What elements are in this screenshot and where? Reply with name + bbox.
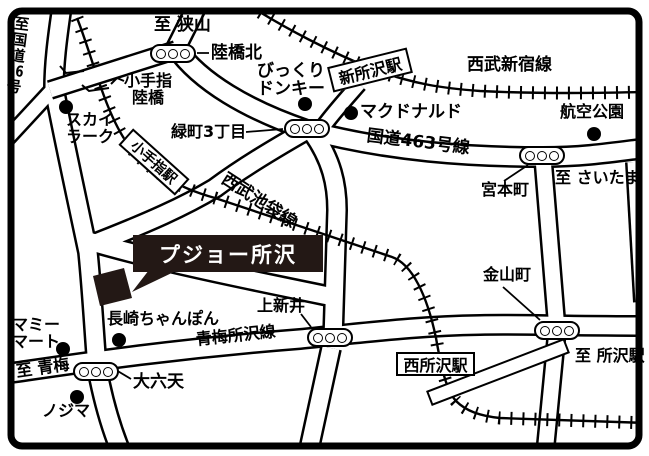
kokukoen-label: 航空公園: [560, 102, 625, 121]
nojima-dot: [70, 390, 84, 404]
mamimart-dot: [56, 342, 70, 356]
bikkuri-donkey-label: びっくりドンキー: [257, 61, 325, 100]
midoricho3-label: 緑町3丁目: [171, 122, 247, 141]
seibu-shinjuku-line-label: 西武新宿線: [467, 55, 552, 75]
rikkyokita-label: 陸橋北: [211, 43, 262, 63]
kamiarai-label: 上新井: [257, 296, 306, 315]
nagasaki-champon-dot: [112, 333, 126, 347]
traffic-light-kamiarai: [307, 328, 353, 347]
dest-tokorozawa-station-label: 至 所沢駅: [575, 346, 645, 365]
traffic-light-midoricho3: [284, 119, 330, 138]
miyamotocho-label: 宮本町: [481, 180, 530, 199]
nagasaki-champon-label: 長崎ちゃんぽん: [107, 309, 220, 328]
kanayamacho-label: 金山町: [483, 265, 532, 284]
nojima-label: ノジマ: [42, 401, 91, 420]
traffic-light-kanayamacho: [534, 321, 580, 340]
mamimart-label: マミーマート: [12, 315, 61, 352]
kotesashi-rikkyo-label: 小手指陸橋: [123, 71, 172, 108]
dest-sayama-label: 至 狭山: [154, 15, 211, 35]
overpass-marks: [59, 65, 125, 93]
dest-saitama-label: 至 さいたま: [555, 168, 641, 187]
map-border: [7, 7, 643, 450]
station-box-nishitokorozawa: 西所沢駅: [396, 352, 475, 376]
mcdonalds-label: マクドナルド: [360, 102, 462, 122]
dealership-callout: プジョー所沢: [133, 235, 323, 272]
skylark-label: スカイラーク: [66, 110, 115, 147]
railway-seibu-shinjuku: [246, 12, 638, 100]
kokudo16-suffix: 号: [3, 77, 24, 96]
traffic-light-dairokuten: [73, 362, 119, 381]
traffic-light-miyamotocho: [519, 146, 565, 165]
kokukoen-dot: [587, 127, 601, 141]
mcdonalds-dot: [344, 106, 358, 120]
callout-pointer: [132, 270, 178, 292]
dairokuten-label: 大六天: [133, 372, 184, 392]
traffic-light-rikkyokita: [150, 44, 196, 63]
station-platform: [426, 338, 570, 406]
bikkuri-donkey-dot: [298, 97, 312, 111]
skylark-dot: [59, 100, 73, 114]
dealership-building: [93, 268, 132, 306]
